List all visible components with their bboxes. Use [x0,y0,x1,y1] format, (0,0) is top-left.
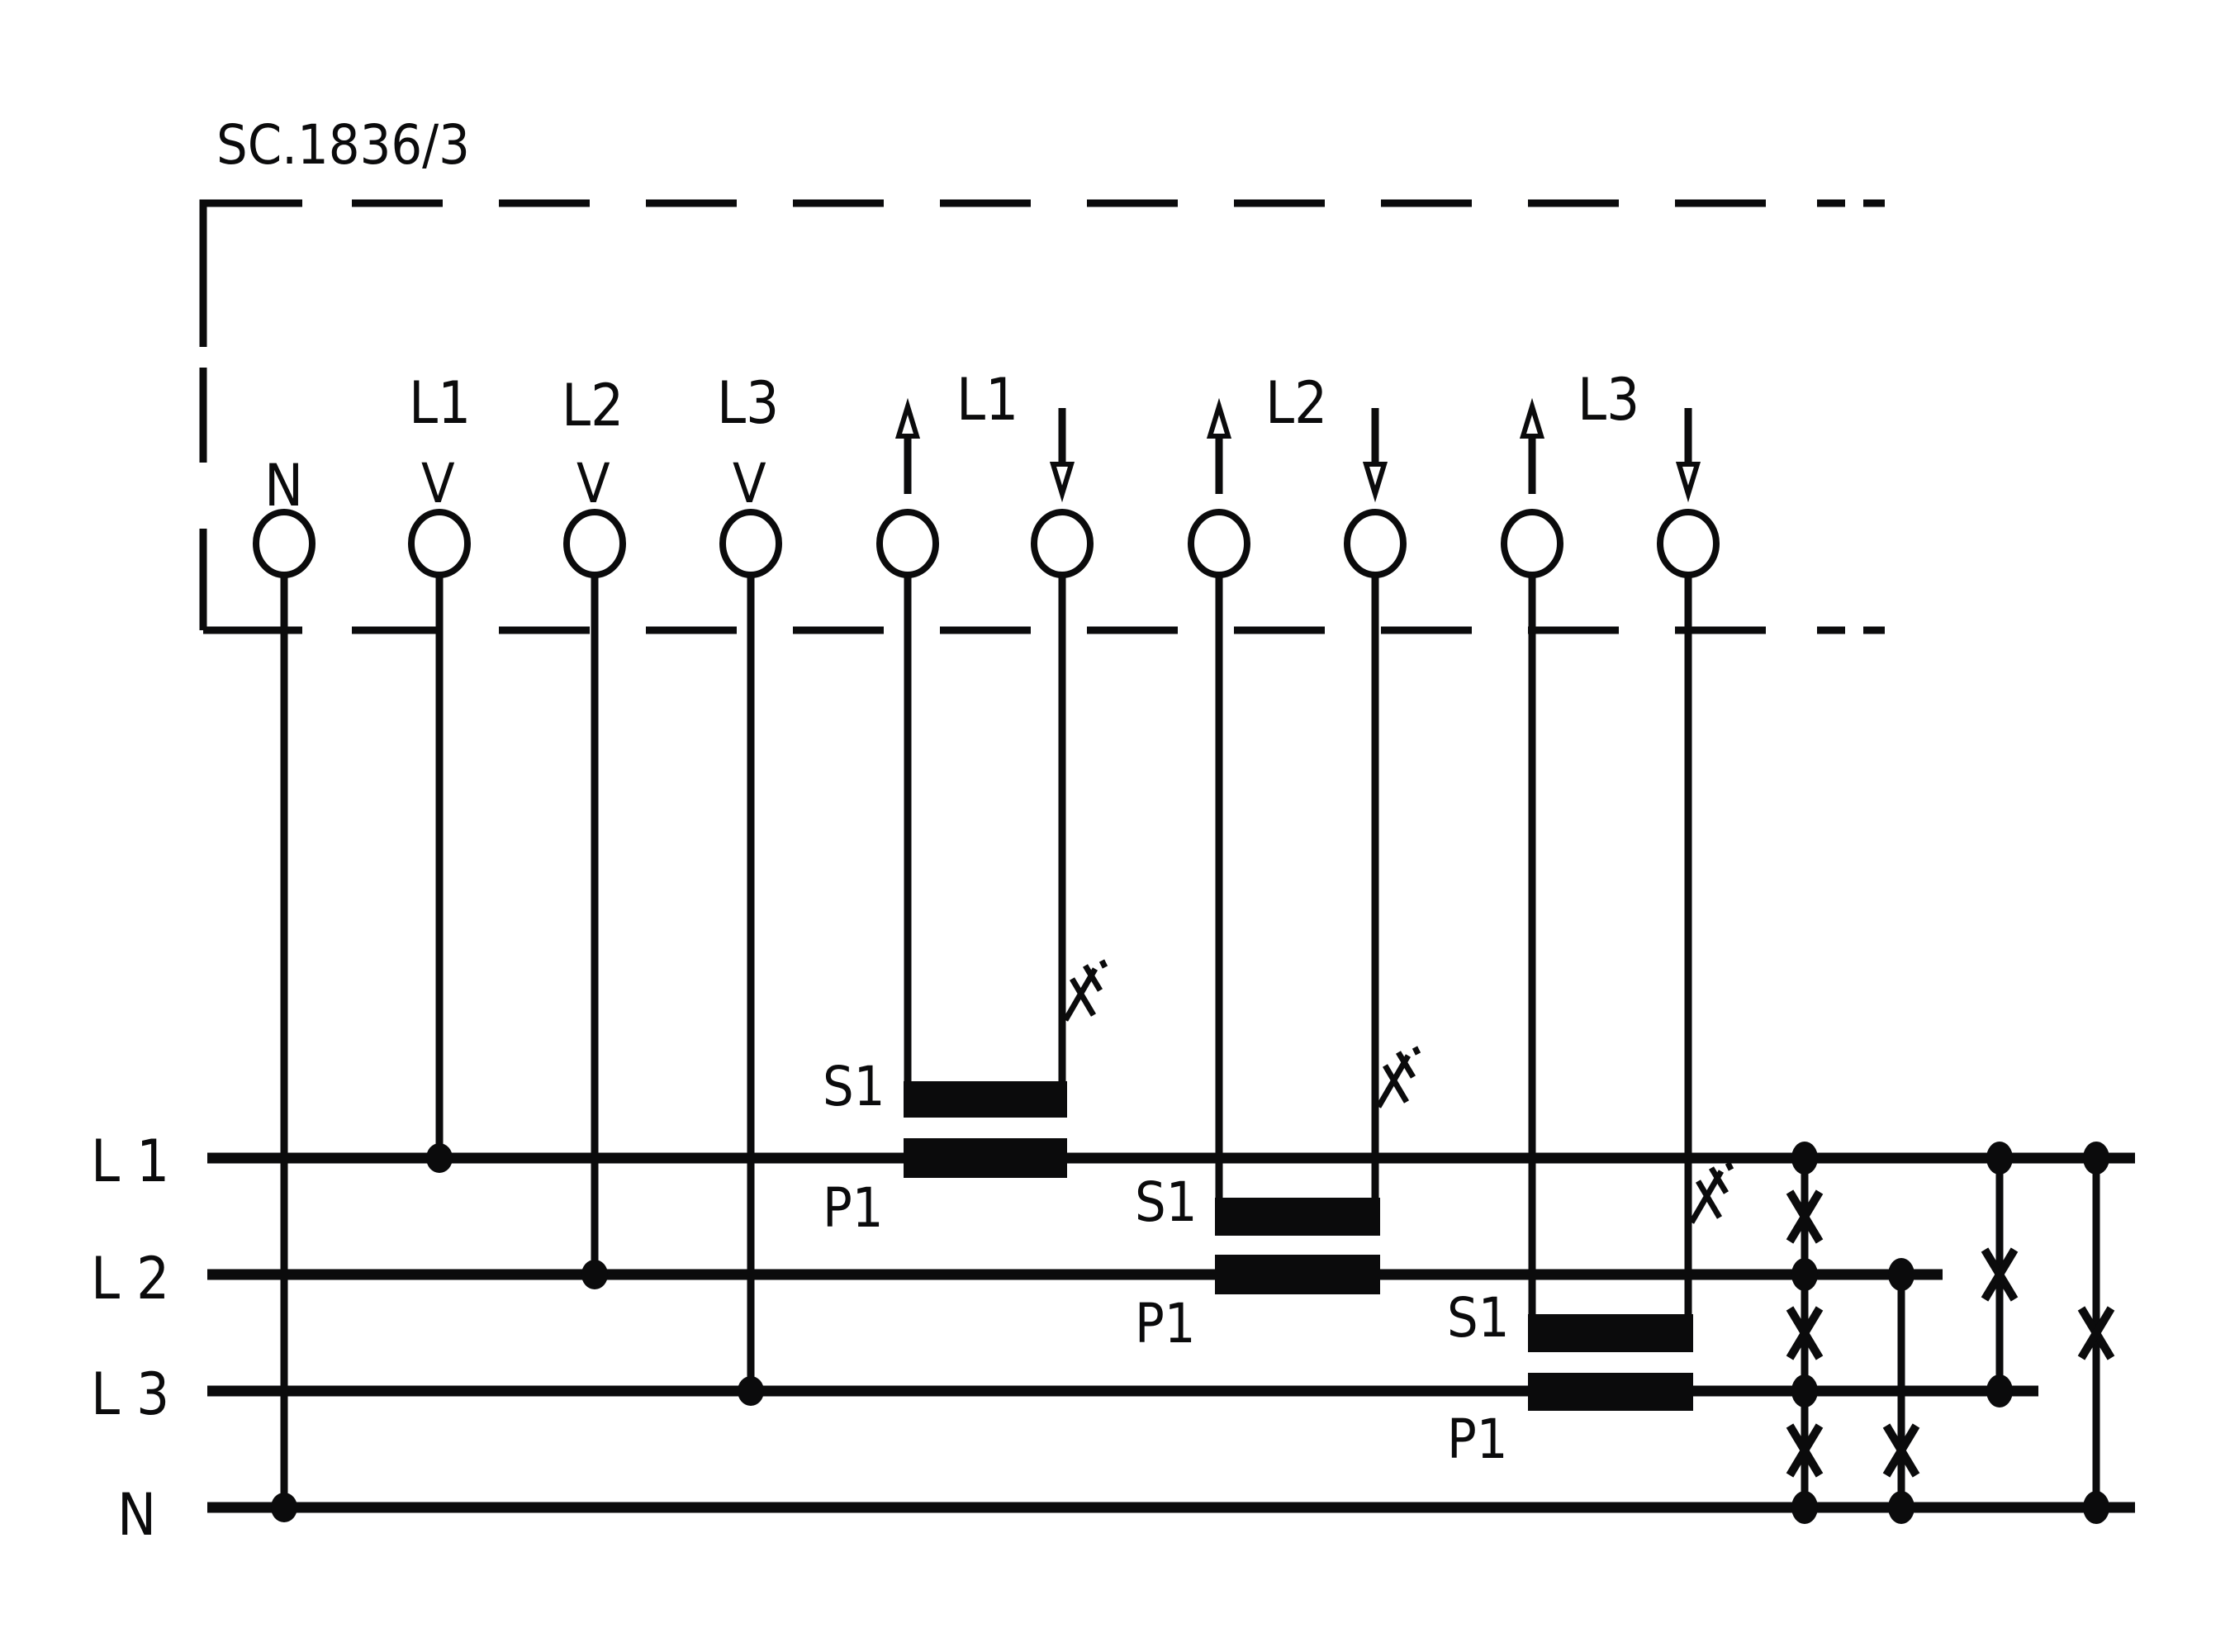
voltage-mark-l2: V [576,452,610,515]
terminal-v-l3 [719,509,782,578]
terminal-i-l1-in [876,509,939,578]
terminal-block [253,509,1720,578]
terminal-i-l1-out [1031,509,1094,578]
bus-label-l3: L 3 [91,1360,169,1428]
current-label-l1: L1 [956,366,1018,434]
voltage-mark-l1: V [421,452,455,515]
terminal-v-l2 [563,509,626,578]
terminal-label-l2: L2 [562,372,624,439]
junction-dots [271,1143,764,1522]
diagram-title: SC.1836/3 [216,113,470,177]
current-label-l2: L2 [1265,369,1327,437]
terminal-i-l3-out [1657,509,1720,578]
current-arrows [894,397,1701,503]
fuse-icon [1981,1247,2019,1302]
arrow-down-icon [1362,408,1388,503]
terminal-i-l3-in [1501,509,1563,578]
terminal-label-l3: L3 [717,369,779,437]
terminal-label-n: N [264,452,303,520]
fuse-links [1786,1142,2115,1524]
current-label-l3: L3 [1578,366,1639,434]
ct2-p1-label: P1 [1135,1292,1196,1355]
bus-label-l1: L 1 [91,1127,169,1195]
bus-label-l2: L 2 [91,1245,169,1313]
ct3-s1-label: S1 [1447,1286,1509,1350]
terminal-label-l1: L1 [409,369,471,437]
ct2-s1-label: S1 [1135,1170,1197,1234]
ct1-s1-label: S1 [823,1055,885,1118]
ct1-p1-label: P1 [823,1176,884,1240]
arrow-down-icon [1049,408,1075,503]
fuse-icon [1786,1423,1824,1478]
fuse-icon [1786,1306,1824,1360]
fuse-icon [2077,1306,2115,1360]
bus-label-n: N [117,1481,156,1549]
arrow-down-icon [1675,408,1701,503]
earth-icons [1062,959,1734,1224]
fuse-icon [1882,1423,1920,1478]
enclosure-outline [199,199,1885,634]
terminal-i-l2-in [1188,509,1250,578]
terminal-i-l2-out [1344,509,1407,578]
ct3-p1-label: P1 [1447,1408,1508,1471]
arrow-up-icon [894,397,921,494]
current-transformers [904,1081,1693,1411]
terminal-n [253,509,316,578]
wires [280,577,1692,1507]
terminal-v-l1 [408,509,471,578]
voltage-mark-l3: V [733,452,766,515]
fuse-icon [1786,1189,1824,1244]
arrow-up-icon [1519,397,1545,494]
arrow-up-icon [1206,397,1232,494]
